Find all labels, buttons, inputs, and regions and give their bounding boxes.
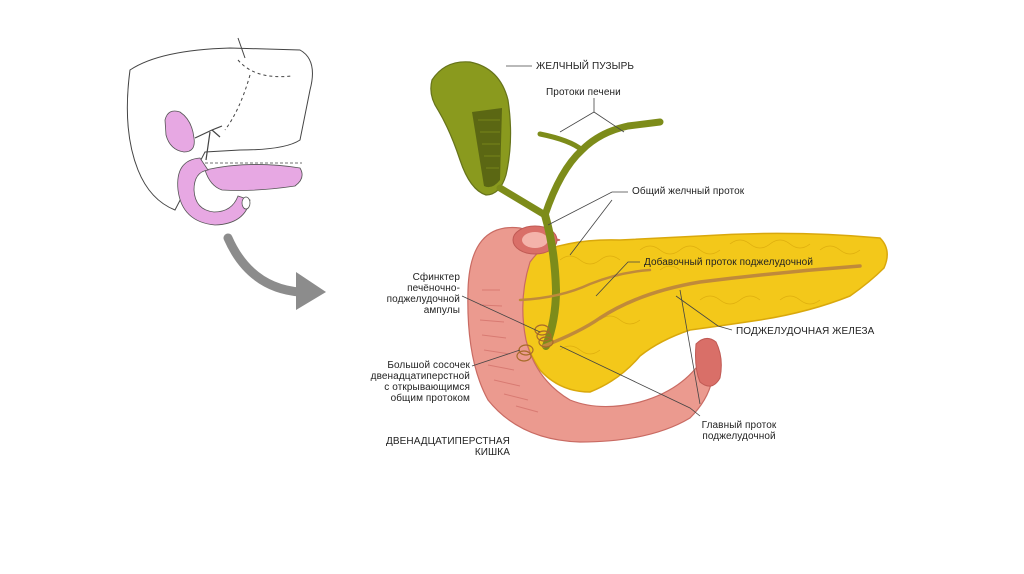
pancreatic-ducts [518, 264, 862, 348]
label-duodenum-line2: КИШКА [474, 447, 510, 458]
inset-liver-dashed [224, 59, 293, 131]
inset-overview [126, 37, 313, 226]
label-duodenum: ДВЕНАДЦАТИПЕРСТНАЯ КИШКА [372, 436, 510, 458]
label-papilla-line3: с открывающимся [384, 382, 470, 393]
inset-pancreas [204, 164, 303, 191]
label-sphincter-line4: ампулы [423, 305, 460, 316]
label-common-bile-duct: Общий желчный проток [632, 186, 745, 197]
inset-jejunum-end [241, 196, 251, 210]
duodenum-lower-end [695, 338, 722, 387]
label-sphincter-line3: поджелудочной [386, 294, 460, 305]
label-papilla-line4: общим протоком [390, 393, 470, 404]
label-papilla: Большой сосочек двенадцатиперстной с отк… [352, 360, 470, 404]
label-sphincter-line1: Сфинктер [412, 272, 460, 283]
label-main-duct: Главный проток поджелудочной [684, 420, 794, 442]
zoom-arrow [223, 233, 326, 310]
label-papilla-line1: Большой сосочек [387, 360, 470, 371]
label-accessory-duct: Добавочный проток поджелудочной [644, 257, 814, 268]
inset-liver-ligament [237, 37, 246, 59]
bile-ducts [496, 118, 664, 350]
label-papilla-line2: двенадцатиперстной [370, 371, 470, 382]
inset-ducts [194, 125, 223, 161]
inset-gallbladder [164, 110, 195, 153]
duodenum [467, 225, 722, 443]
label-main-duct-line2: поджелудочной [702, 431, 776, 442]
label-gallbladder: ЖЕЛЧНЫЙ ПУЗЫРЬ [536, 61, 635, 72]
inset-duodenum [177, 157, 251, 226]
gallbladder [430, 61, 512, 196]
main-pancreatic-duct [542, 264, 862, 348]
label-sphincter-line2: печёночно- [407, 283, 460, 294]
inset-liver-outline [126, 47, 313, 211]
label-pancreas: ПОДЖЕЛУДОЧНАЯ ЖЕЛЕЗА [736, 326, 875, 337]
label-main-duct-line1: Главный проток [701, 420, 777, 431]
accessory-pancreatic-duct [518, 268, 652, 302]
label-duodenum-line1: ДВЕНАДЦАТИПЕРСТНАЯ [385, 436, 510, 447]
label-hepatic-ducts: Протоки печени [546, 87, 621, 98]
label-sphincter: Сфинктер печёночно- поджелудочной ампулы [360, 272, 460, 316]
leader-lines [461, 65, 733, 417]
